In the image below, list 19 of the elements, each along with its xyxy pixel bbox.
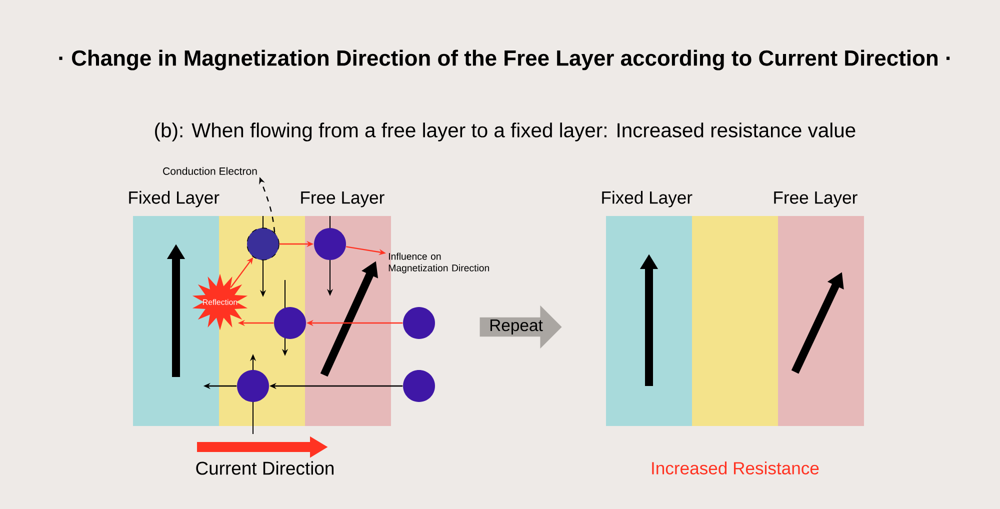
- electron-circle: [274, 307, 306, 339]
- layer-band: [692, 216, 778, 426]
- electron-circle: [246, 228, 280, 260]
- subtitle: (b): When flowing from a free layer to a fixed layer: Increased resistance value: [155, 122, 856, 142]
- magnetic-layer: Fixed Layer: [602, 190, 692, 426]
- electron-circle: [403, 307, 435, 339]
- annotation-text: Influence on Magnetization Direction: [388, 252, 489, 274]
- magnetic-layer: Free Layer: [774, 192, 864, 426]
- title: · Change in Magnetization Direction of the Free Layer according to Current Direction ·: [59, 50, 950, 70]
- node-label: Free Layer: [301, 192, 384, 208]
- electron-circle: [403, 370, 435, 402]
- electron-circle: [314, 228, 346, 260]
- electron-circle: [237, 370, 269, 402]
- node-label: Free Layer: [774, 192, 858, 208]
- annotation-text: Conduction Electron: [163, 167, 257, 175]
- caption-text: Increased Resistance: [652, 462, 819, 474]
- node-label: Fixed Layer: [602, 190, 692, 208]
- node-label: Fixed Layer: [129, 190, 220, 208]
- caption-text: Current Direction: [196, 461, 334, 475]
